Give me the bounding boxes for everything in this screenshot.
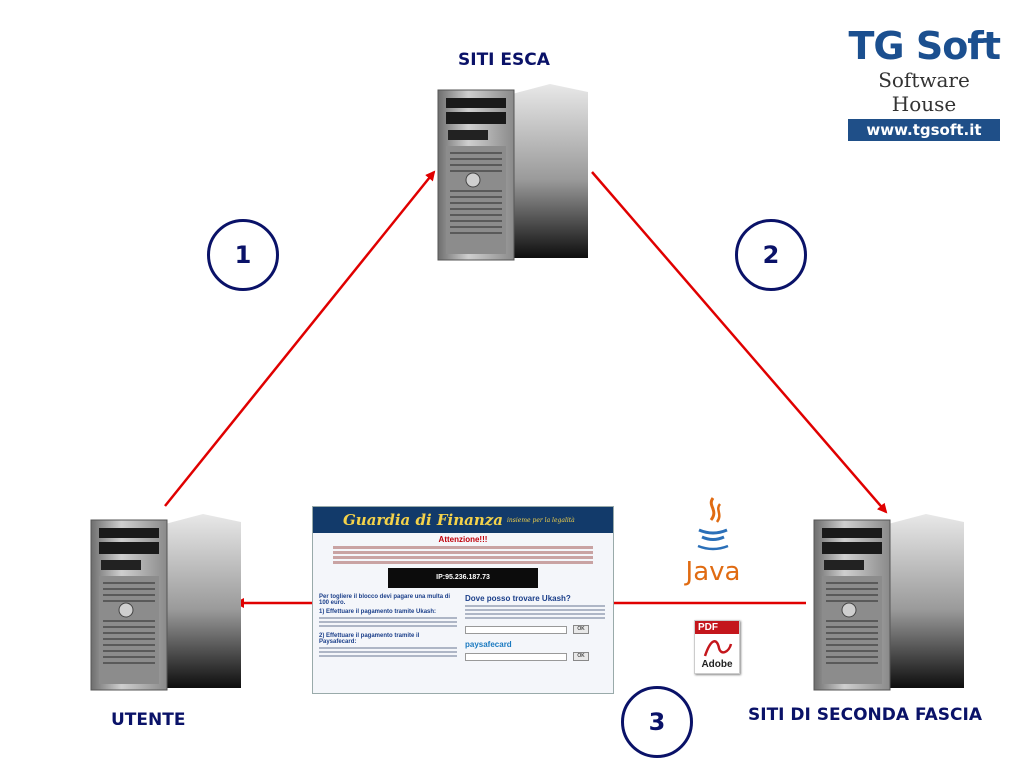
paysafecard-label: paysafecard bbox=[465, 640, 512, 649]
ransom-attention: Attenzione!!! bbox=[438, 535, 488, 544]
ransomware-screen: Guardia di Finanza insieme per la legali… bbox=[312, 506, 614, 694]
ukash-ok-button[interactable]: OK bbox=[573, 625, 589, 634]
logo-title: TG Soft bbox=[848, 24, 1001, 68]
logo-url: www.tgsoft.it bbox=[848, 119, 1000, 141]
ransom-option-1: 1) Effettuare il pagamento tramite Ukash… bbox=[319, 609, 437, 615]
server-siti-seconda-fascia-icon bbox=[813, 514, 964, 691]
logo-subtitle: Software House bbox=[878, 68, 970, 116]
adobe-label: Adobe bbox=[701, 659, 733, 670]
java-cup-icon bbox=[697, 497, 729, 551]
label-siti-esca: SITI ESCA bbox=[458, 50, 550, 70]
label-utente: UTENTE bbox=[111, 710, 186, 730]
label-siti-seconda-fascia: SITI DI SECONDA FASCIA bbox=[748, 705, 982, 725]
adobe-swirl-icon bbox=[703, 640, 733, 657]
paysafecard-ok-button[interactable]: OK bbox=[573, 652, 589, 661]
ransom-ip-box: IP:95.236.187.73 bbox=[388, 568, 538, 588]
ukash-heading: Dove posso trovare Ukash? bbox=[465, 594, 571, 603]
ransom-banner-subtitle: insieme per la legalità bbox=[507, 516, 575, 524]
ransom-banner-title: Guardia di Finanza bbox=[343, 511, 503, 529]
ransom-left-heading: Per togliere il blocco devi pagare una m… bbox=[319, 594, 451, 606]
arrow-utente-to-esca bbox=[164, 170, 436, 507]
java-label: Java bbox=[685, 557, 741, 587]
step-1-circle: 1 bbox=[207, 219, 279, 291]
ransom-banner: Guardia di Finanza insieme per la legali… bbox=[313, 507, 613, 533]
step-2-circle: 2 bbox=[735, 219, 807, 291]
arrow-esca-to-seconda bbox=[591, 171, 888, 514]
java-icon: Java bbox=[682, 496, 744, 587]
pdf-icon: PDF Adobe bbox=[694, 620, 740, 674]
ukash-code-input[interactable] bbox=[465, 625, 567, 634]
tgsoft-logo: TG Soft Software House www.tgsoft.it bbox=[848, 24, 1001, 141]
ransom-text-lines bbox=[313, 546, 613, 564]
ransom-option-2: 2) Effettuare il pagamento tramite il Pa… bbox=[319, 633, 420, 645]
server-siti-esca-icon bbox=[437, 84, 588, 261]
ransom-right-column: Dove posso trovare Ukash? OK paysafecard… bbox=[465, 594, 605, 661]
pdf-label: PDF bbox=[695, 621, 739, 634]
server-utente-icon bbox=[90, 514, 241, 691]
step-3-circle: 3 bbox=[621, 686, 693, 758]
ransom-left-column: Per togliere il blocco devi pagare una m… bbox=[319, 594, 457, 661]
paysafecard-code-input[interactable] bbox=[465, 652, 567, 661]
